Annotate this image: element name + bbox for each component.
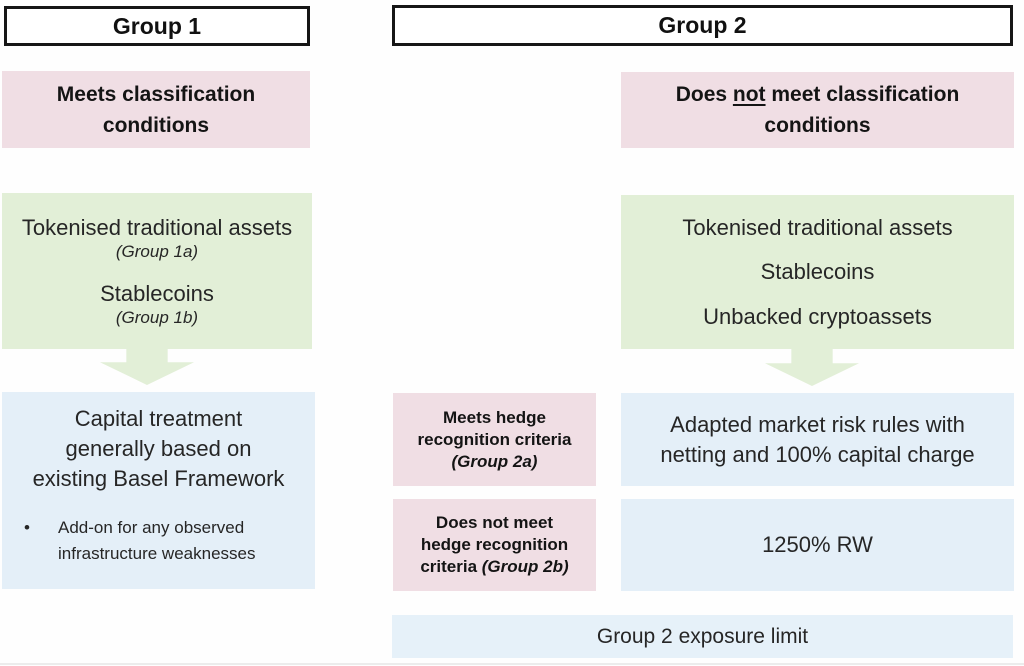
group2-condition-line1: Does not meet classification: [676, 79, 960, 110]
group1-treatment-box: Capital treatment generally based on exi…: [2, 392, 315, 589]
group2-exposure-limit-label: Group 2 exposure limit: [596, 624, 809, 648]
down-arrow-icon: [100, 347, 194, 385]
group2-condition-pre: Does: [675, 83, 733, 106]
group1-condition-line2: conditions: [102, 113, 210, 137]
group2a-treatment-line2: netting and 100% capital charge: [660, 441, 975, 467]
group2-header: Group 2: [392, 5, 1013, 46]
group2-condition-box: Does not meet classification conditions: [621, 72, 1014, 148]
bottom-divider: [0, 663, 1024, 665]
group2-asset-3: Unbacked cryptoassets: [703, 304, 932, 330]
group1-condition-line1: Meets classification: [56, 82, 256, 106]
group2-asset-2: Stablecoins: [760, 259, 875, 285]
group1-asset-2-sub: (Group 1b): [115, 307, 199, 327]
group2b-line3: criteria (Group 2b): [420, 556, 568, 578]
group1-condition-box: Meets classification conditions: [2, 71, 310, 148]
group2b-line1: Does not meet: [435, 513, 554, 532]
group2a-treatment-box: Adapted market risk rules with netting a…: [621, 393, 1014, 486]
group2a-line1: Meets hedge: [443, 407, 546, 427]
group2-condition-underlined: not: [732, 83, 766, 106]
group1-asset-1: Tokenised traditional assets: [21, 214, 293, 240]
group2-exposure-limit-bar: Group 2 exposure limit: [392, 615, 1013, 658]
group2b-line3-pre: criteria: [420, 557, 482, 576]
group1-header: Group 1: [4, 6, 310, 46]
group1-asset-1-sub: (Group 1a): [115, 241, 199, 261]
group2-condition-post: meet classification: [765, 83, 960, 106]
group2-assets-box: Tokenised traditional assets Stablecoins…: [621, 195, 1014, 349]
group2b-hedge-box: Does not meet hedge recognition criteria…: [393, 499, 596, 591]
group1-assets-box: Tokenised traditional assets (Group 1a) …: [2, 193, 312, 349]
group2b-treatment-box: 1250% RW: [621, 499, 1014, 591]
group1-header-label: Group 1: [112, 12, 202, 39]
group2b-line2: hedge recognition: [420, 535, 569, 554]
group2a-sub: (Group 2a): [451, 451, 538, 471]
group2a-treatment-line1: Adapted market risk rules with: [670, 411, 965, 437]
group2-condition-line2: conditions: [764, 114, 871, 137]
group2b-treatment-label: 1250% RW: [762, 532, 873, 557]
bullet-icon: •: [24, 518, 30, 537]
group2a-hedge-box: Meets hedge recognition criteria (Group …: [393, 393, 596, 486]
group1-asset-2: Stablecoins: [100, 280, 214, 306]
group1-treatment-line1: Capital treatment: [74, 406, 243, 431]
group1-treatment-title: Capital treatment generally based on exi…: [12, 404, 305, 494]
group2b-line3-italic: (Group 2b): [481, 557, 569, 576]
group2-asset-1: Tokenised traditional assets: [682, 214, 953, 240]
group1-treatment-bullet-text: Add-on for any observed infrastructure w…: [58, 518, 256, 563]
group2-header-label: Group 2: [658, 12, 747, 38]
down-arrow-icon: [765, 348, 859, 386]
group1-treatment-bullet: • Add-on for any observed infrastructure…: [12, 515, 305, 567]
group1-treatment-line3: existing Basel Framework: [32, 466, 285, 491]
group1-treatment-line2: generally based on: [65, 436, 252, 461]
group2a-line2: recognition criteria: [417, 429, 572, 449]
